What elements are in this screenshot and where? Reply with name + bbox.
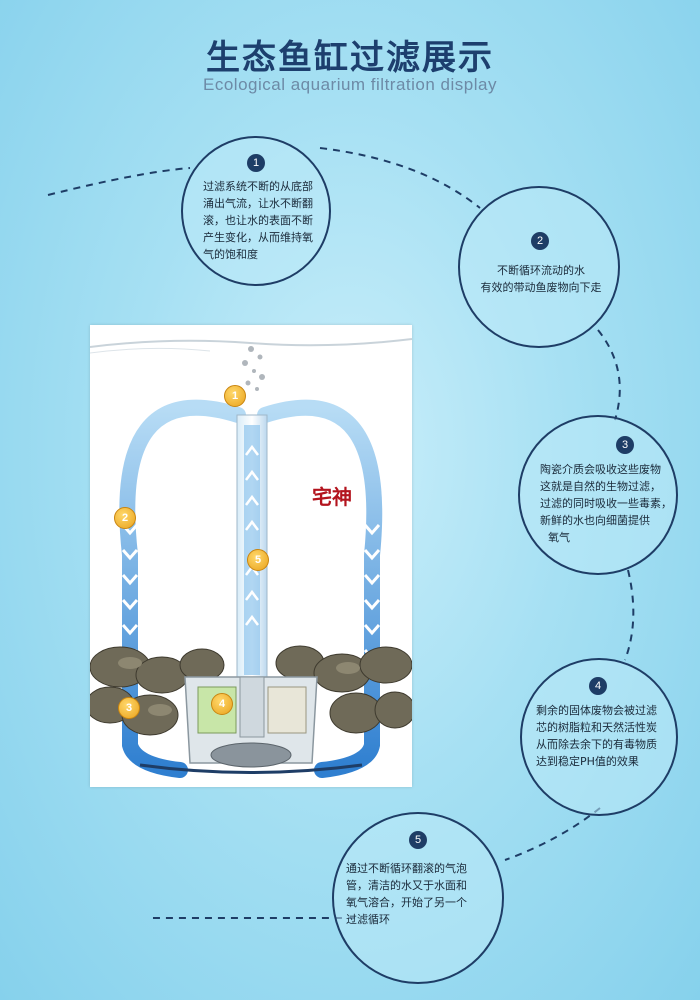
page-subtitle: Ecological aquarium filtration display bbox=[203, 75, 497, 94]
step-circle-1: 1 过滤系统不断的从底部 涌出气流，让水不断翻 滚，也让水的表面不断 产生变化，… bbox=[181, 136, 331, 286]
page-title: 生态鱼缸过滤展示 bbox=[206, 38, 494, 78]
step-number-badge: 4 bbox=[589, 677, 607, 695]
step-marker-3: 3 bbox=[118, 697, 140, 719]
step-marker-5: 5 bbox=[247, 549, 269, 571]
step-description: 过滤系统不断的从底部 涌出气流，让水不断翻 滚，也让水的表面不断 产生变化，从而… bbox=[203, 180, 313, 261]
step-number-badge: 5 bbox=[409, 831, 427, 849]
step-description: 不断循环流动的水 有效的带动鱼废物向下走 bbox=[480, 264, 602, 294]
step-number-badge: 3 bbox=[616, 436, 634, 454]
step-circle-3: 3 陶瓷介质会吸收这些废物 这就是自然的生物过滤， 过滤的同时吸收一些毒素， 新… bbox=[518, 415, 678, 575]
step-number-badge: 1 bbox=[247, 154, 265, 172]
filter-illustration: 1 2 5 3 4 bbox=[90, 325, 412, 787]
step-marker-2: 2 bbox=[114, 507, 136, 529]
step-number-badge: 2 bbox=[531, 232, 549, 250]
step-description: 陶瓷介质会吸收这些废物 这就是自然的生物过滤， 过滤的同时吸收一些毒素， 新鲜的… bbox=[540, 463, 672, 544]
step-description: 剩余的固体废物会被过滤 芯的树脂粒和天然活性炭 从而除去余下的有毒物质 达到稳定… bbox=[536, 704, 657, 768]
step-circle-5: 5 通过不断循环翻滚的气泡 管，清洁的水又于水面和 氧气溶合，开始了另一个 过滤… bbox=[332, 812, 504, 984]
step-marker-1: 1 bbox=[224, 385, 246, 407]
step-description: 通过不断循环翻滚的气泡 管，清洁的水又于水面和 氧气溶合，开始了另一个 过滤循环 bbox=[346, 862, 467, 926]
filter-diagram bbox=[90, 338, 412, 778]
watermark-logo: 宅神 bbox=[312, 485, 352, 509]
step-circle-2: 2 不断循环流动的水 有效的带动鱼废物向下走 bbox=[458, 186, 620, 348]
step-circle-4: 4 剩余的固体废物会被过滤 芯的树脂粒和天然活性炭 从而除去余下的有毒物质 达到… bbox=[520, 658, 678, 816]
step-marker-4: 4 bbox=[211, 693, 233, 715]
